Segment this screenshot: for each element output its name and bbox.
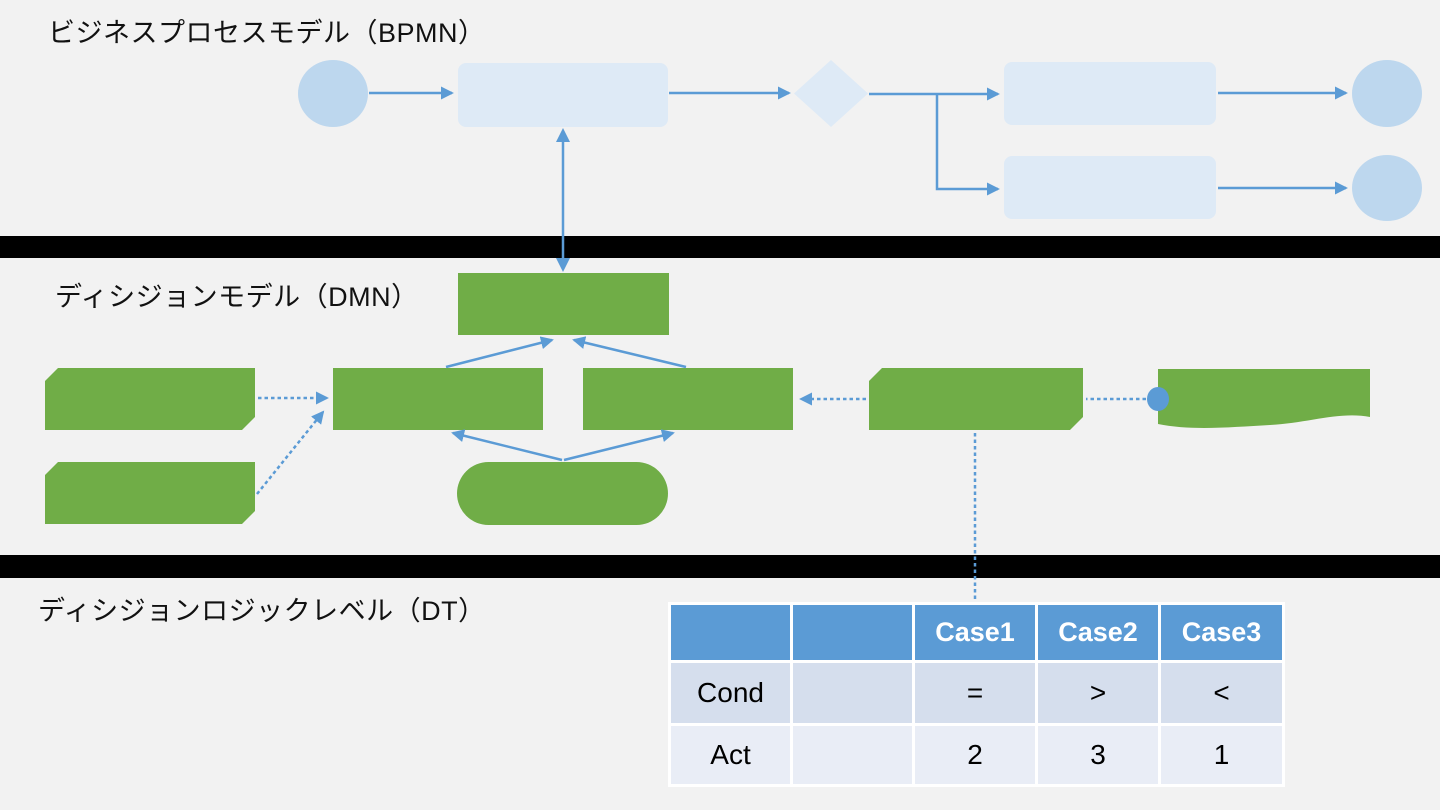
dmn-decision-1 — [333, 368, 543, 430]
dt-cond-cell-case1: = — [915, 663, 1035, 723]
dmn-bkm-left-2 — [45, 462, 255, 524]
bpmn-start-event — [298, 60, 368, 127]
double-arrowhead-up — [556, 128, 570, 142]
kreq-bkm2-to-decision1 — [256, 410, 325, 495]
bpmn-gateway-diamond — [794, 60, 868, 127]
dt-header-cell-case1: Case1 — [915, 605, 1035, 660]
dt-cond-cell-1 — [793, 663, 912, 723]
dmn-bkm-left-1 — [45, 368, 255, 430]
req-input-to-decision1 — [451, 429, 563, 462]
bpmn-task-1 — [458, 63, 668, 127]
dt-header-cell-1 — [793, 605, 912, 660]
bpmn-end-event-1 — [1352, 60, 1422, 127]
dt-act-cell-1 — [793, 726, 912, 784]
flow-gateway-to-task3 — [935, 94, 1000, 196]
dt-header-cell-case2: Case2 — [1038, 605, 1158, 660]
dt-act-cell-case2: 3 — [1038, 726, 1158, 784]
dmn-section-title: ディシジョンモデル（DMN） — [55, 282, 419, 312]
req-decision1-to-top — [445, 336, 554, 369]
bpmn-task-2 — [1004, 62, 1216, 125]
decision-table: Case1 Case2 Case3 Cond = > < Act 2 3 1 — [668, 602, 1285, 787]
bpmn-end-event-2 — [1352, 155, 1422, 221]
dt-header-cell-case3: Case3 — [1161, 605, 1282, 660]
req-input-to-decision2 — [563, 429, 675, 462]
dt-section-title: ディシジョンロジックレベル（DT） — [38, 596, 486, 626]
dt-cond-cell-case2: > — [1038, 663, 1158, 723]
bpmn-task-3 — [1004, 156, 1216, 219]
dt-cond-label: Cond — [671, 663, 790, 723]
dt-act-cell-case3: 1 — [1161, 726, 1282, 784]
knowledge-source-wave-shape — [1158, 369, 1370, 428]
dt-cond-cell-case3: < — [1161, 663, 1282, 723]
dt-header-cell-0 — [671, 605, 790, 660]
double-arrowhead-down — [556, 258, 570, 272]
dmn-decision-2 — [583, 368, 793, 430]
divider-bar-2 — [0, 555, 1440, 578]
bpmn-section-title: ビジネスプロセスモデル（BPMN） — [48, 18, 486, 48]
dmn-decision-top — [458, 273, 669, 335]
req-decision2-to-top — [572, 336, 687, 369]
dt-act-label: Act — [671, 726, 790, 784]
dt-act-cell-case1: 2 — [915, 726, 1035, 784]
dmn-input-data — [457, 462, 668, 525]
divider-bar-1 — [0, 236, 1440, 258]
dmn-knowledge-source — [1158, 369, 1370, 431]
dmn-bkm-right — [869, 368, 1083, 430]
